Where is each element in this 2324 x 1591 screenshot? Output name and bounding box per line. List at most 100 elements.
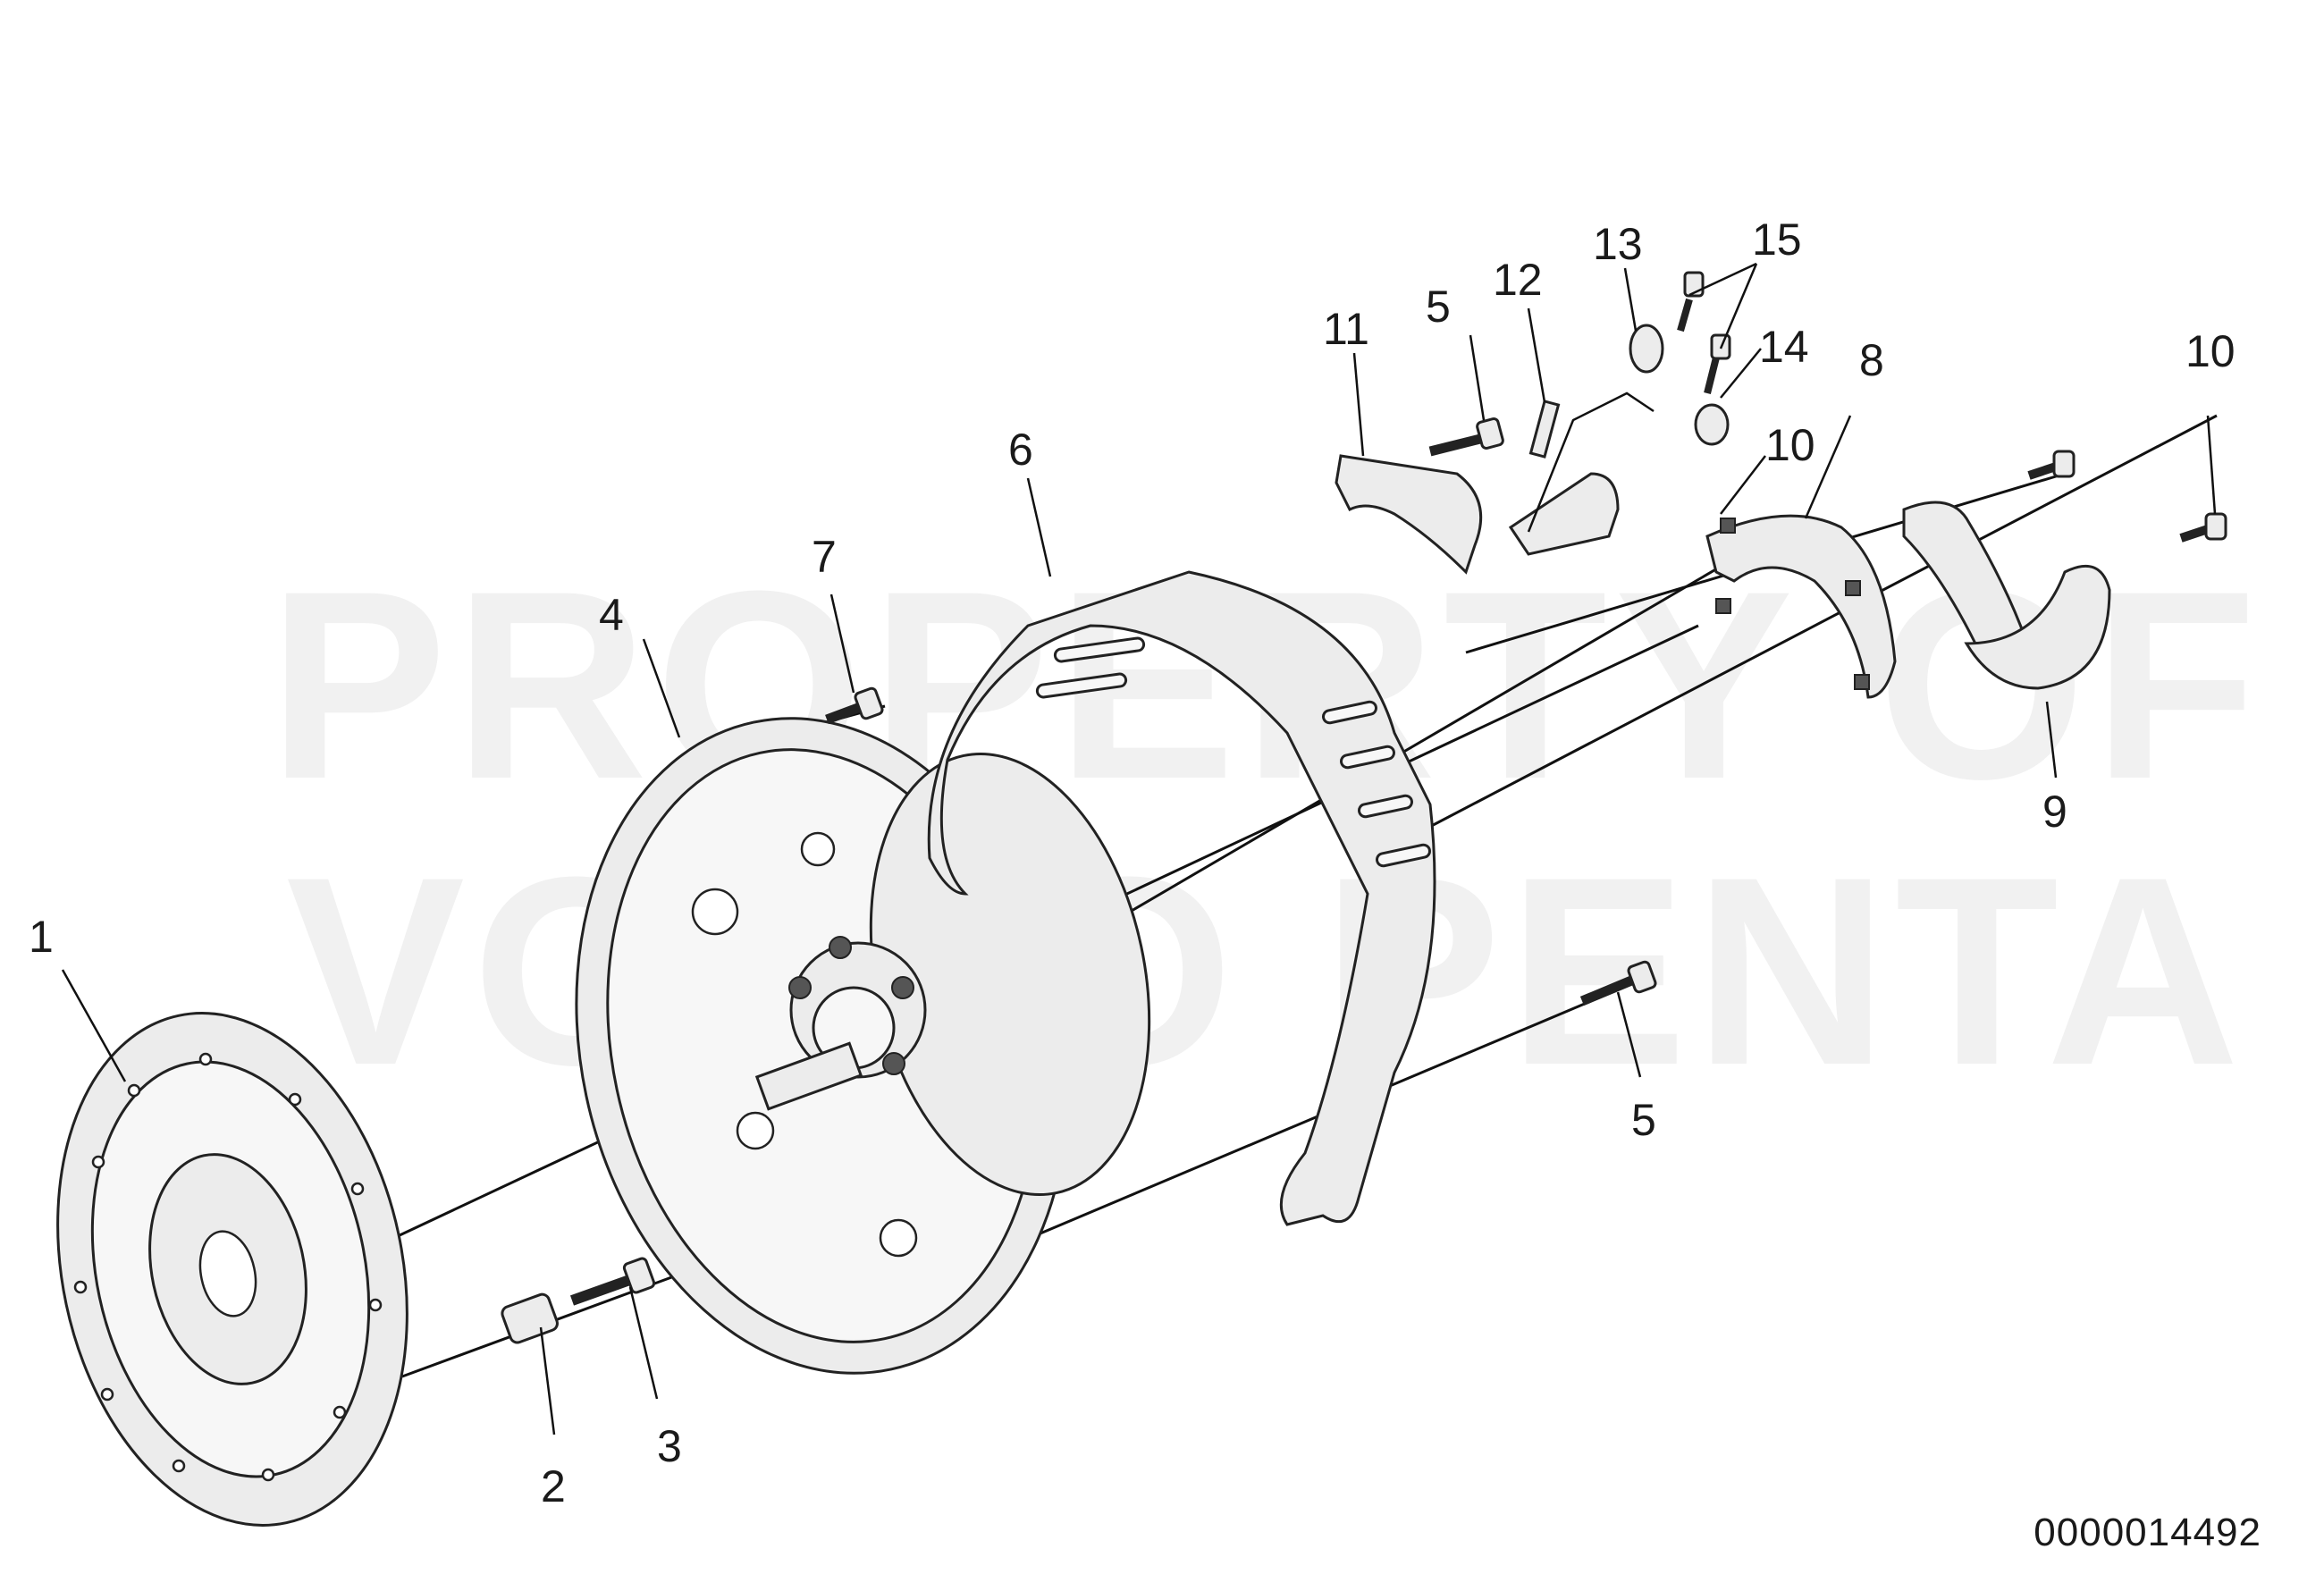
callout-4: 4 <box>599 590 624 640</box>
sensor-bracket-wire <box>1527 391 1655 533</box>
leader-5-lower <box>1616 991 1642 1078</box>
hub-bolt <box>882 1052 905 1075</box>
bolt-10-a-head <box>2052 450 2076 478</box>
leader-3 <box>628 1286 659 1400</box>
callout-8: 8 <box>1859 335 1884 385</box>
callout-2: 2 <box>541 1461 566 1511</box>
leader-11 <box>1352 352 1365 457</box>
document-number: 0000014492 <box>2034 1511 2261 1554</box>
leader-6 <box>1026 477 1052 577</box>
housing-vent-slot <box>1035 672 1128 699</box>
clip-14 <box>1694 403 1730 446</box>
flex-plate-hole <box>172 1459 186 1473</box>
flex-plate-hole <box>91 1155 105 1169</box>
leader-lines <box>61 262 2217 1435</box>
leader-2 <box>539 1326 556 1435</box>
clip-14-body <box>1694 403 1730 446</box>
flex-plate-hole <box>368 1298 383 1312</box>
bolt-3-shank <box>569 1273 637 1306</box>
clip-13 <box>1629 324 1664 374</box>
housing-vent-slot <box>1358 794 1413 819</box>
input-shaft-spline <box>754 1041 863 1111</box>
callout-5-lower: 5 <box>1631 1095 1656 1145</box>
axis-line-lower-b <box>1018 999 1592 1244</box>
leader-5-upper <box>1469 334 1486 421</box>
clip-13-body <box>1629 324 1664 374</box>
bolt-10-a-shank <box>2027 462 2058 480</box>
callout-13: 13 <box>1593 219 1643 269</box>
leader-7 <box>829 593 855 694</box>
bolt-5-upper <box>1428 417 1504 457</box>
flex-plate-hole <box>350 1182 365 1196</box>
bolt-5-upper-head <box>1476 417 1504 450</box>
hub-bolt <box>891 976 914 999</box>
leader-4 <box>642 638 681 738</box>
screws-15 <box>1677 271 1731 394</box>
cover-plate-8-nut <box>1720 518 1736 534</box>
callout-11: 11 <box>1323 304 1369 354</box>
sensor-bracket-stud <box>1528 400 1561 459</box>
bolt-5-lower-shank <box>1579 973 1638 1006</box>
flex-plate-hole <box>198 1052 213 1066</box>
callout-15: 15 <box>1752 215 1802 265</box>
cover-plate-8 <box>1705 514 1897 699</box>
leader-10-right <box>2206 415 2217 515</box>
callout-5-upper: 5 <box>1426 282 1451 332</box>
adapter-plate-hole <box>691 888 739 936</box>
bolt-7-head <box>854 686 884 720</box>
callout-9: 9 <box>2042 787 2067 837</box>
spacer-body <box>501 1292 559 1344</box>
bracket-11-body <box>1335 454 1483 575</box>
leader-10-left <box>1720 455 1766 515</box>
housing-vent-slot <box>1053 636 1146 663</box>
callout-6: 6 <box>1008 425 1033 475</box>
screw-15-b <box>1704 357 1720 394</box>
flex-plate-hole <box>261 1468 275 1482</box>
bolts-10 <box>2027 450 2227 543</box>
flex-plate-hole <box>100 1387 114 1402</box>
bell-housing-shell <box>927 570 1436 1226</box>
flex-plate-hole <box>288 1092 302 1107</box>
cover-plate-8-body <box>1705 514 1897 699</box>
leader-1 <box>61 969 127 1082</box>
adapter-plate-hole <box>736 1111 775 1150</box>
leader-14 <box>1720 348 1762 399</box>
leader-15-a <box>1688 262 1757 297</box>
hub-bolt <box>788 976 812 999</box>
bracket-11 <box>1335 454 1483 575</box>
callout-3: 3 <box>657 1421 682 1471</box>
callout-14: 14 <box>1759 322 1809 372</box>
leader-9 <box>2045 701 2058 779</box>
cover-plate-8-nut <box>1845 580 1861 596</box>
sensor-bracket-12 <box>1508 391 1655 556</box>
axis-line-middle <box>1099 526 1789 931</box>
bell-housing <box>927 570 1436 1226</box>
flex-plate-hole <box>333 1405 347 1419</box>
screw-15-a <box>1677 298 1693 333</box>
leader-15-b <box>1719 263 1758 349</box>
housing-vent-slot <box>1340 745 1395 770</box>
bolt-5-lower-head <box>1627 960 1657 994</box>
flex-plate-hole <box>73 1280 88 1294</box>
leader-12 <box>1527 307 1546 403</box>
bolt-7 <box>825 686 884 725</box>
bolt-10-b-head <box>2204 512 2227 541</box>
shield-plate-9-lower <box>1964 564 2111 690</box>
housing-vent-slot <box>1322 700 1377 725</box>
adapter-plate-hole <box>879 1218 918 1258</box>
bolt-3-head <box>622 1257 656 1294</box>
hub-bolt <box>829 936 852 959</box>
callout-12: 12 <box>1493 255 1543 305</box>
shield-plates-9 <box>1902 501 2111 690</box>
callout-labels: 1 2 3 4 5 5 6 7 8 9 10 10 11 12 13 14 15 <box>29 215 2236 1511</box>
spacer-sleeve <box>501 1292 559 1344</box>
axis-line-right-a <box>1420 414 2218 833</box>
adapter-plate-hole <box>800 831 836 867</box>
flex-plate-center-bore <box>198 1230 257 1317</box>
cover-plate-8-nut <box>1715 598 1731 614</box>
leader-8 <box>1804 415 1852 519</box>
bolt-3 <box>569 1257 656 1306</box>
callout-10-right: 10 <box>2185 326 2236 376</box>
leader-13 <box>1623 267 1638 332</box>
